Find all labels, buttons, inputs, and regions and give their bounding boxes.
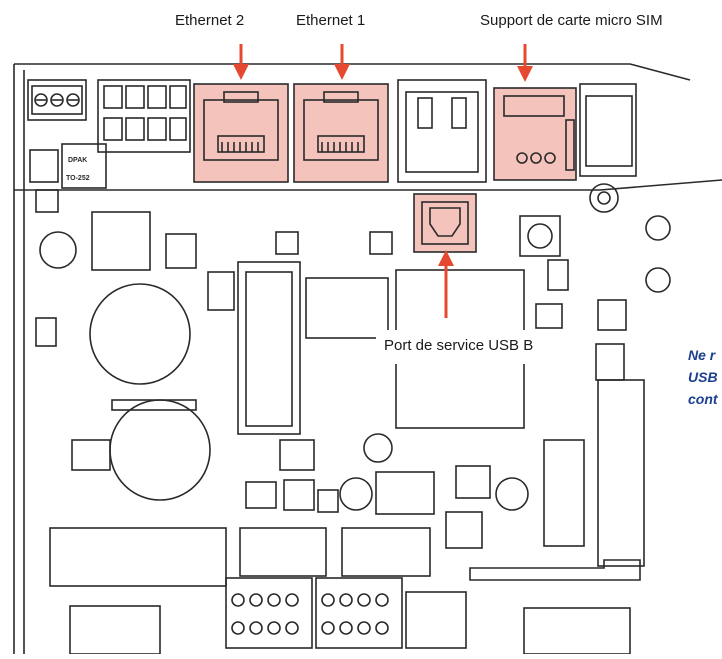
ethernet2-port <box>193 83 289 183</box>
arrow-down-icon <box>517 44 533 82</box>
micro-sim-holder <box>493 87 577 181</box>
usb-service-label: Port de service USB B <box>384 337 534 354</box>
terminal-block-bottom <box>225 577 403 649</box>
silkscreen-dpak: DPAK <box>68 157 87 164</box>
side-note-line2: USB <box>688 369 718 385</box>
ethernet1-label: Ethernet 1 <box>296 12 366 29</box>
usb-a-port <box>397 79 487 183</box>
arrow-down-icon <box>334 44 350 80</box>
side-note-line3: cont <box>688 391 718 407</box>
ethernet2-label: Ethernet 2 <box>175 12 245 29</box>
silkscreen-to252: TO-252 <box>66 175 90 182</box>
usb-callout-backing <box>376 330 546 364</box>
board-outline <box>13 63 722 654</box>
sim-holder-label: Support de carte micro SIM <box>480 12 663 29</box>
arrow-down-icon <box>233 44 249 80</box>
terminal-block-top-left <box>27 79 87 121</box>
ethernet1-port <box>293 83 389 183</box>
side-note: Ne r USB cont <box>688 344 718 410</box>
arrow-up-icon <box>438 250 454 318</box>
usb-b-port <box>413 193 477 253</box>
dpak-package <box>29 143 107 213</box>
side-note-line1: Ne r <box>688 347 716 363</box>
pin-header-top <box>97 79 191 153</box>
